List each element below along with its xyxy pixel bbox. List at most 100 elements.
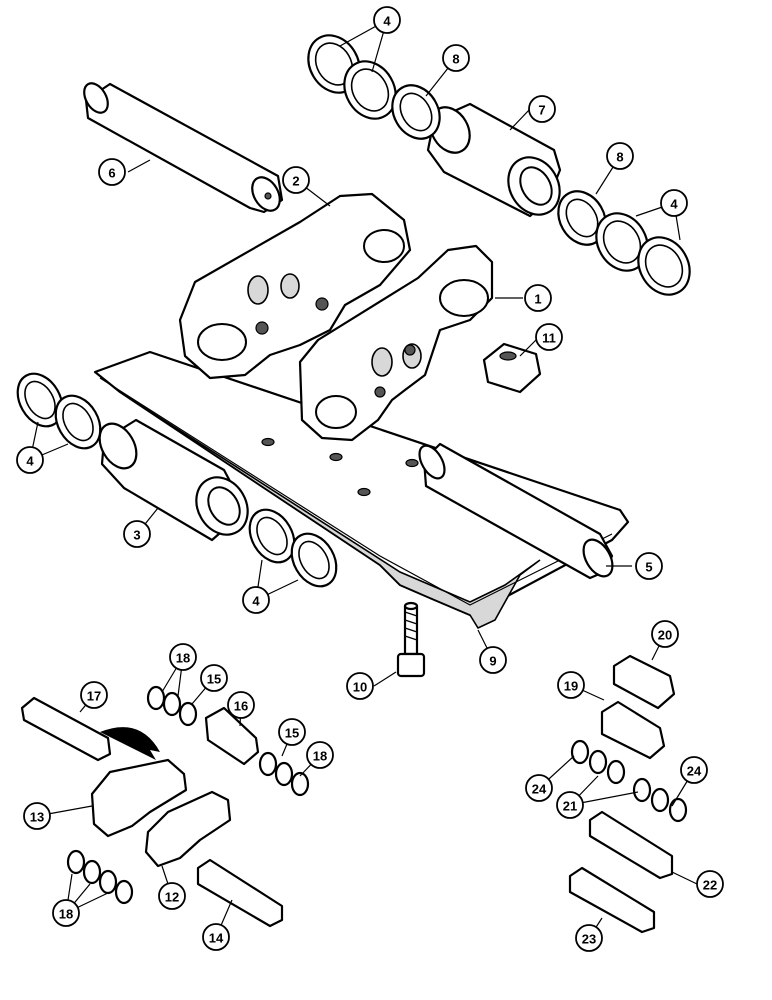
callout-number: 23: [582, 932, 596, 947]
callout-number: 7: [538, 103, 545, 118]
callout-5: 5: [635, 552, 663, 580]
track-pin-5: [418, 442, 614, 580]
callout-24: 24: [680, 756, 708, 784]
callout-circle: [282, 166, 310, 194]
callout-circle: [606, 142, 634, 170]
callout-circle: [696, 870, 724, 898]
callout-circle: [98, 158, 126, 186]
callout-number: 19: [564, 679, 578, 694]
callout-number: 17: [87, 689, 101, 704]
callout-circle: [524, 284, 552, 312]
callout-circle: [635, 552, 663, 580]
callout-circle: [660, 189, 688, 217]
callout-number: 5: [645, 560, 652, 575]
callout-circle: [200, 664, 228, 692]
callout-18: 18: [306, 741, 334, 769]
callout-7: 7: [528, 95, 556, 123]
callout-10: 10: [346, 672, 374, 700]
callout-17: 17: [80, 681, 108, 709]
callout-3: 3: [123, 520, 151, 548]
callout-circle: [278, 718, 306, 746]
callout-23: 23: [575, 924, 603, 952]
callout-number: 6: [108, 166, 115, 181]
callout-number: 3: [133, 528, 140, 543]
callout-circle: [442, 44, 470, 72]
callout-number: 14: [209, 931, 224, 946]
callout-circle: [373, 6, 401, 34]
track-pin-6: [83, 82, 284, 214]
callout-number: 8: [452, 52, 459, 67]
callout-18: 18: [52, 899, 80, 927]
callout-circle: [227, 691, 255, 719]
track-shoe-plate: [93, 350, 630, 630]
callout-8: 8: [606, 142, 634, 170]
callout-number: 24: [687, 764, 702, 779]
callout-21: 21: [556, 791, 584, 819]
callout-4: 4: [373, 6, 401, 34]
callout-number: 21: [563, 799, 577, 814]
callout-circle: [123, 520, 151, 548]
callout-circle: [557, 671, 585, 699]
callout-circle: [346, 672, 374, 700]
callout-circle: [158, 882, 186, 910]
callout-number: 9: [489, 654, 496, 669]
callout-circle: [169, 643, 197, 671]
callout-8: 8: [442, 44, 470, 72]
callout-number: 1: [534, 292, 541, 307]
callout-19: 19: [557, 671, 585, 699]
callout-circle: [651, 620, 679, 648]
callout-number: 18: [59, 907, 73, 922]
callout-number: 2: [292, 174, 299, 189]
callout-2: 2: [282, 166, 310, 194]
callout-circle: [16, 446, 44, 474]
callout-18: 18: [169, 643, 197, 671]
callout-4: 4: [242, 586, 270, 614]
callout-number: 12: [165, 890, 179, 905]
callout-16: 16: [227, 691, 255, 719]
shoe-bolt-10: [396, 601, 426, 678]
callout-circle: [80, 681, 108, 709]
track-link-left: [178, 192, 412, 380]
bushing-3: [98, 418, 249, 542]
callout-circle: [202, 923, 230, 951]
master-link-assembly: [20, 685, 310, 928]
callout-number: 4: [670, 197, 678, 212]
callout-circle: [556, 791, 584, 819]
callout-circle: [242, 586, 270, 614]
callout-number: 20: [658, 628, 672, 643]
callout-20: 20: [651, 620, 679, 648]
callout-number: 18: [313, 749, 327, 764]
callout-15: 15: [278, 718, 306, 746]
callout-circle: [525, 774, 553, 802]
callout-number: 22: [703, 878, 717, 893]
callout-circle: [479, 646, 507, 674]
callout-14: 14: [202, 923, 230, 951]
callout-circle: [52, 899, 80, 927]
callout-1: 1: [524, 284, 552, 312]
callout-12: 12: [158, 882, 186, 910]
track-link-right: [298, 244, 494, 442]
callout-15: 15: [200, 664, 228, 692]
callout-circle: [535, 323, 563, 351]
callout-number: 15: [207, 672, 221, 687]
callout-circle: [306, 741, 334, 769]
callout-labels: 1234444567889101112131415151617181818192…: [16, 6, 724, 952]
callout-number: 16: [234, 699, 248, 714]
callout-6: 6: [98, 158, 126, 186]
callout-circle: [575, 924, 603, 952]
callout-24: 24: [525, 774, 553, 802]
shoe-nut-11: [482, 342, 542, 394]
callout-circle: [528, 95, 556, 123]
callout-number: 8: [616, 150, 623, 165]
callout-13: 13: [23, 802, 51, 830]
callout-number: 11: [542, 331, 556, 346]
callout-number: 4: [252, 594, 260, 609]
callout-number: 10: [353, 680, 367, 695]
callout-9: 9: [479, 646, 507, 674]
callout-4: 4: [660, 189, 688, 217]
callout-number: 4: [383, 14, 391, 29]
callout-4: 4: [16, 446, 44, 474]
callout-circle: [680, 756, 708, 784]
callout-11: 11: [535, 323, 563, 351]
